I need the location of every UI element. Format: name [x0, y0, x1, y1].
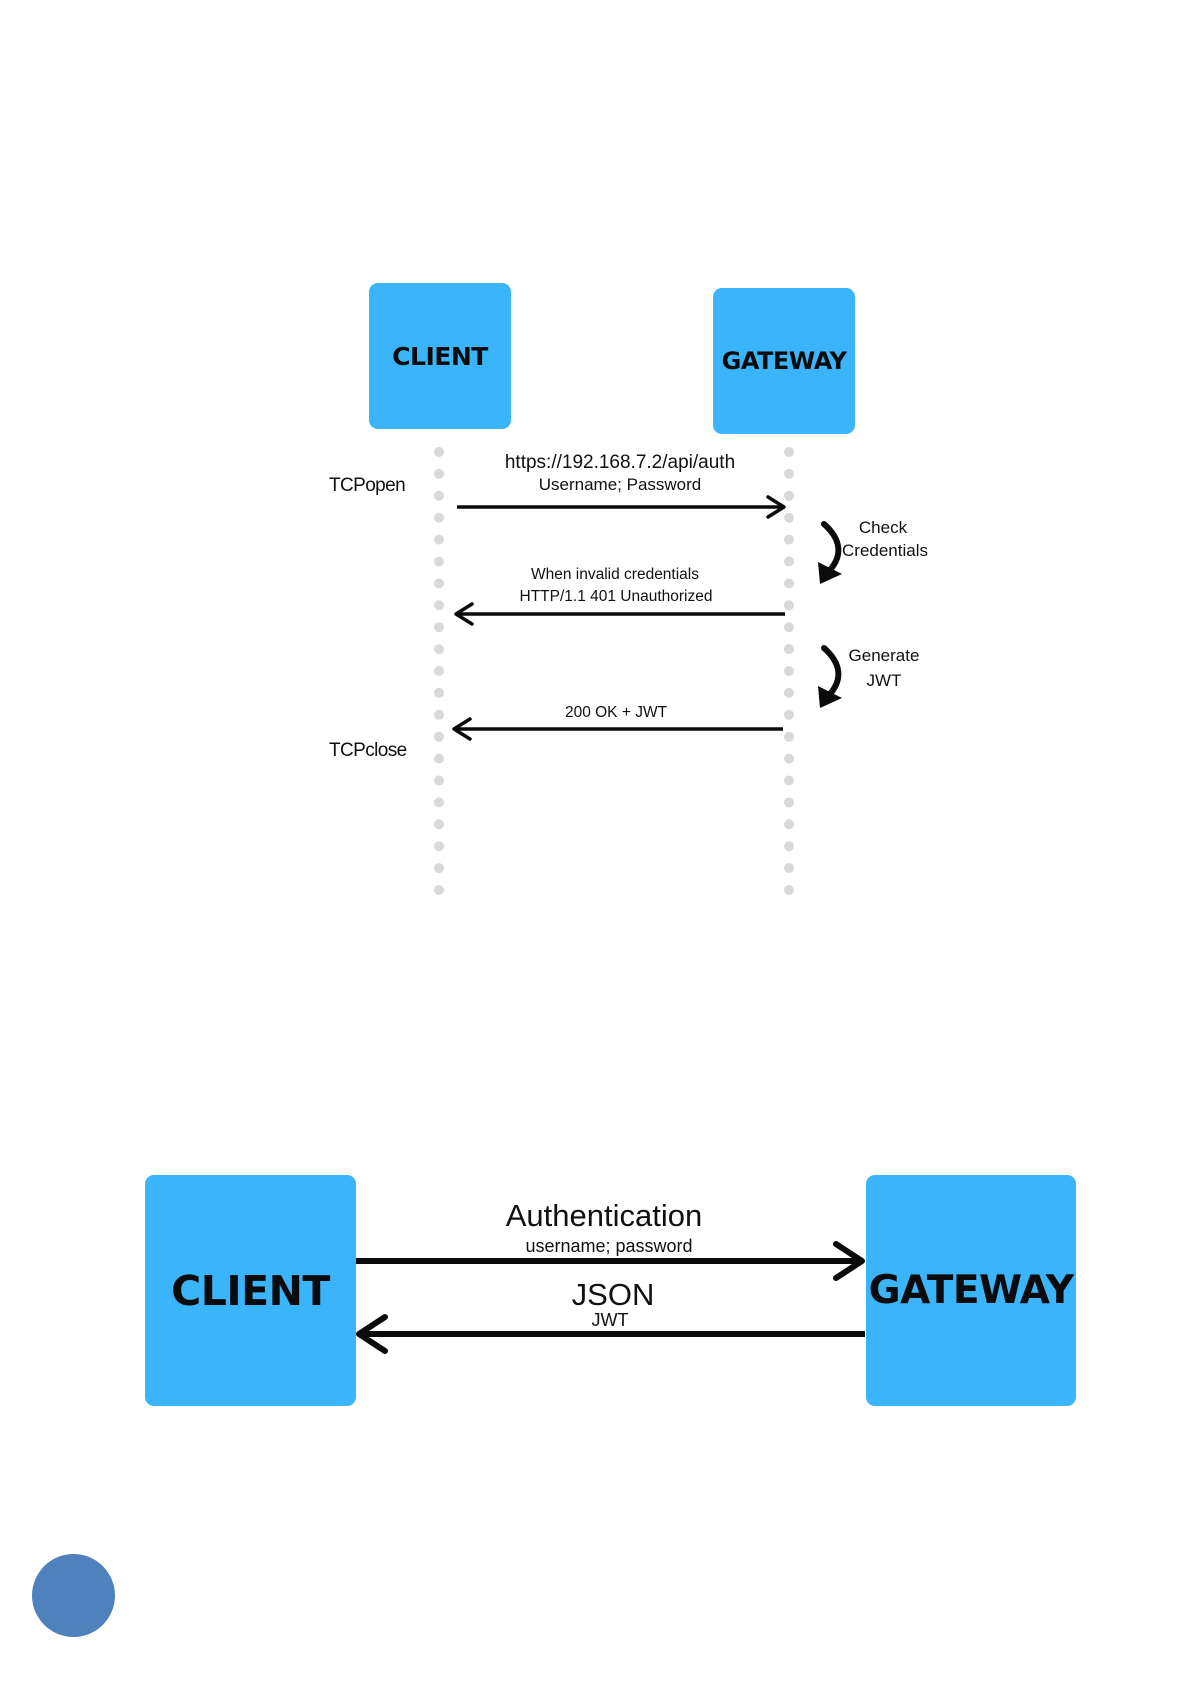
json-title-label: JSON — [572, 1277, 655, 1313]
json-sub-label: JWT — [592, 1310, 629, 1331]
auth-sub-label: username; password — [525, 1236, 692, 1257]
decorative-circle-icon — [32, 1554, 115, 1637]
auth-title-label: Authentication — [506, 1198, 702, 1234]
